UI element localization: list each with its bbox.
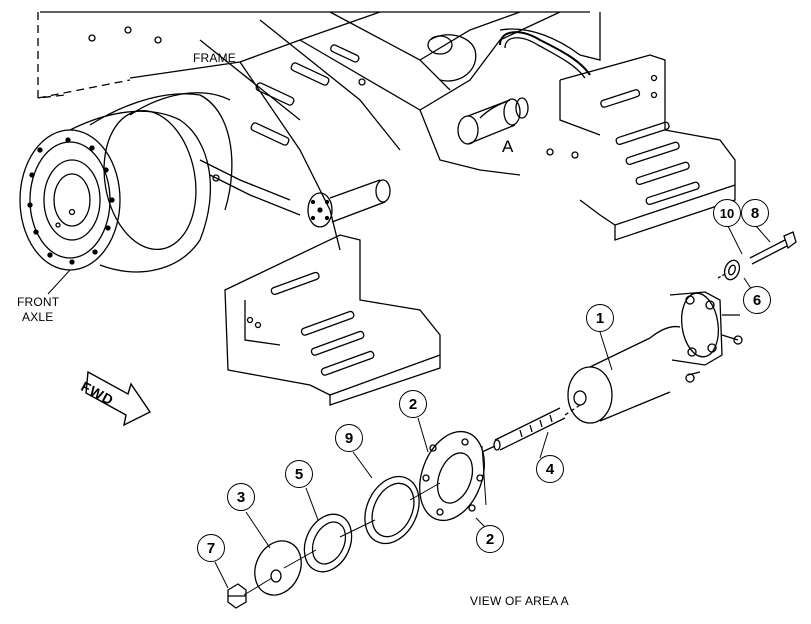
part-4-shaft bbox=[482, 405, 580, 452]
callout-5: 5 bbox=[285, 460, 313, 488]
callout-4: 4 bbox=[536, 455, 564, 483]
front-axle-hub bbox=[20, 93, 300, 272]
callout-2-lower: 2 bbox=[476, 525, 504, 553]
callout-1: 1 bbox=[586, 304, 614, 332]
area-marker-label: A bbox=[502, 137, 514, 156]
part-1-cylinder bbox=[568, 291, 742, 423]
part-5-gasket bbox=[295, 507, 360, 580]
fwd-arrow bbox=[86, 372, 150, 425]
part-2-flange bbox=[408, 423, 496, 530]
callout-3: 3 bbox=[227, 483, 255, 511]
callout-9: 9 bbox=[335, 424, 363, 452]
view-caption: VIEW OF AREA A bbox=[470, 594, 569, 608]
callout-6: 6 bbox=[743, 286, 771, 314]
callout-10: 10 bbox=[713, 199, 741, 227]
part-3-washer bbox=[246, 533, 310, 602]
part-6-washer bbox=[722, 258, 742, 282]
frame-structure bbox=[38, 12, 735, 405]
frame-slots bbox=[250, 44, 360, 146]
callout-2-upper: 2 bbox=[399, 390, 427, 418]
frame-label: FRAME bbox=[193, 51, 236, 65]
front-axle-label-line2: AXLE bbox=[22, 310, 54, 324]
driveshaft-lower bbox=[308, 180, 390, 227]
part-8-bolt bbox=[718, 232, 796, 278]
callout-8: 8 bbox=[741, 199, 769, 227]
part-9-seal bbox=[355, 468, 430, 553]
hub-bolts bbox=[28, 138, 114, 264]
driveshaft-upper bbox=[458, 98, 528, 144]
front-axle-label-line1: FRONT bbox=[17, 295, 60, 309]
part-7-nut bbox=[228, 584, 246, 608]
callout-7: 7 bbox=[197, 534, 225, 562]
